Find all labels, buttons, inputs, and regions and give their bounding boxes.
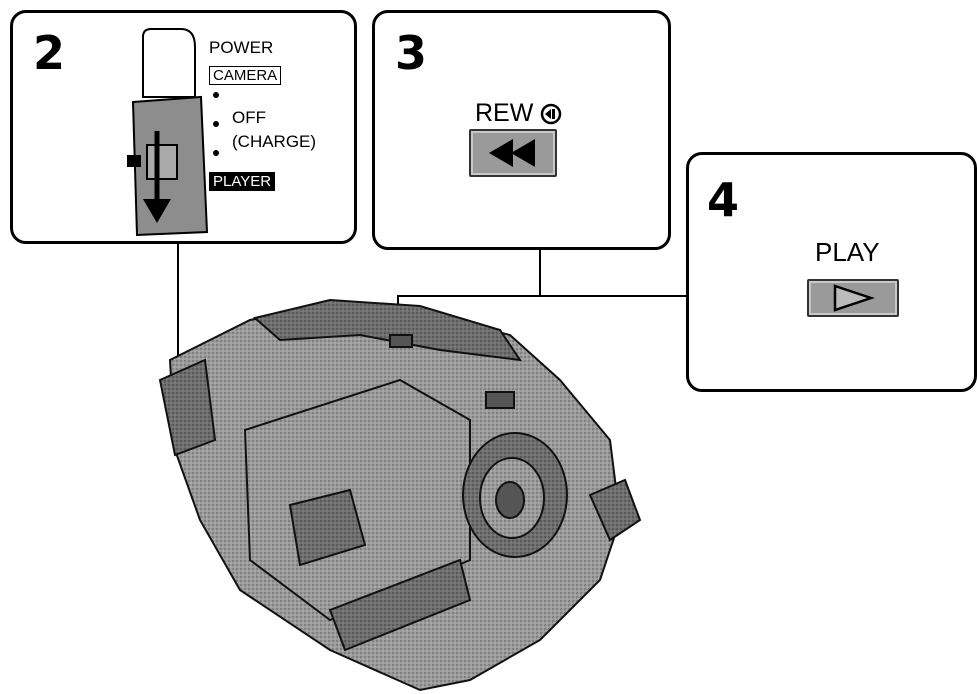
step2-number: 2 [33,30,65,76]
camera-dot [213,92,219,98]
power-label: POWER [209,39,273,56]
off-dot [213,121,219,127]
charge-dot [213,150,219,156]
rew-label: REW [475,101,533,126]
step4-panel: 4 PLAY [686,152,977,392]
camcorder-body [160,300,640,690]
step4-number: 4 [707,177,739,223]
rewind-button[interactable] [469,129,557,177]
charge-label: (CHARGE) [232,133,316,150]
camera-mode-label: CAMERA [209,66,281,85]
power-switch-icon [121,27,221,237]
rewind-circle-icon [540,103,562,125]
step3-panel: 3 REW [372,10,671,250]
play-button[interactable] [807,279,899,317]
step2-panel: 2 POWER CAMERA OFF (CHARGE) PLAYER [10,10,357,244]
right-triangle-outline-icon [809,281,897,315]
double-left-triangle-icon [471,131,555,175]
player-mode-label: PLAYER [209,172,275,191]
step3-number: 3 [395,30,427,76]
play-label: PLAY [815,239,880,265]
off-label: OFF [232,109,266,126]
